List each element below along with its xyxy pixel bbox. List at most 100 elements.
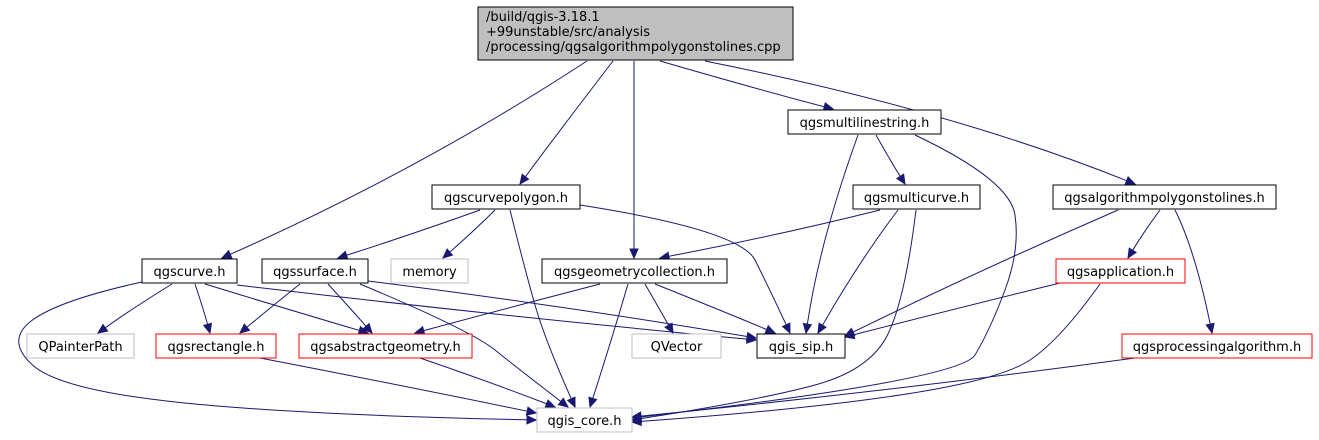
edge-arrowhead [525, 406, 538, 416]
edge-arrowhead [630, 411, 642, 421]
edge-curve-to-abstractgeometry [204, 283, 370, 335]
edge-line [668, 209, 881, 257]
node-qgscurve-label: qgscurve.h [153, 265, 225, 280]
edge-line [853, 282, 1061, 336]
node-qpainterpath[interactable]: QPainterPath [26, 333, 135, 359]
node-qgsprocessingalgorithm[interactable]: qgsprocessingalgorithm.h [1121, 333, 1313, 359]
node-qgis-core-label: qgis_core.h [548, 414, 622, 429]
edge-line [1174, 209, 1211, 325]
node-qgscurvepolygon-label: qgscurvepolygon.h [444, 191, 568, 206]
edge-arrowhead [202, 322, 213, 335]
edge-arrowhead [413, 325, 426, 336]
edge-arrowhead [629, 248, 639, 260]
edge-arrowhead [843, 330, 856, 340]
edge-application-to-qgis_sip [843, 282, 1061, 340]
edge-arrowhead [745, 331, 758, 342]
edge-surface-to-abstractgeometry [327, 283, 373, 334]
edge-line [654, 283, 767, 330]
node-memory-label: memory [402, 265, 457, 280]
edge-line [1132, 209, 1161, 251]
node-qgis-sip[interactable]: qgis_sip.h [756, 333, 846, 359]
edge-arrowhead [544, 399, 557, 409]
edge-line [449, 209, 496, 253]
edge-arrowhead [519, 173, 530, 185]
edge-multilinestring-to-multicurve [875, 134, 906, 186]
edge-line [346, 209, 481, 256]
node-root-file[interactable]: /build/qgis-3.18.1 +99unstable/src/analy… [477, 6, 794, 61]
node-qgscurvepolygon[interactable]: qgscurvepolygon.h [431, 184, 581, 210]
node-qgssurface[interactable]: qgssurface.h [261, 258, 369, 284]
node-qgsmulticurve[interactable]: qgsmulticurve.h [852, 184, 981, 210]
edge-line [423, 283, 601, 332]
node-qgis-sip-label: qgis_sip.h [769, 340, 833, 355]
edge-line [18, 281, 528, 421]
node-qgscurve[interactable]: qgscurve.h [141, 258, 238, 284]
edge-line [640, 283, 1101, 422]
edge-line [579, 204, 787, 326]
node-qgsrectangle-label: qgsrectangle.h [167, 340, 264, 355]
edge-line [640, 209, 917, 420]
node-qgsmultilinestring[interactable]: qgsmultilinestring.h [787, 109, 942, 135]
edge-arrowhead [588, 396, 598, 409]
node-qgsapplication[interactable]: qgsapplication.h [1055, 258, 1186, 284]
node-qgsabstractgeometry[interactable]: qgsabstractgeometry.h [298, 333, 473, 359]
edge-line [246, 283, 301, 328]
edge-abstractgeometry-to-qgis_core [419, 357, 557, 409]
node-qgsalgorithmpolygonstolines-h[interactable]: qgsalgorithmpolygonstolines.h [1052, 184, 1277, 210]
edge-line [659, 60, 825, 108]
edge-curve-to-qgis_core [18, 281, 538, 425]
node-qgsalgorithmpolygonstolines-h-label: qgsalgorithmpolygonstolines.h [1064, 191, 1264, 206]
edge-multilinestring-to-qgis_sip [802, 134, 859, 335]
node-qgsrectangle[interactable]: qgsrectangle.h [155, 333, 277, 359]
edge-line [644, 283, 670, 326]
edge-rectangle-to-qgis_core [259, 357, 538, 416]
edge-arrowhead [1127, 247, 1138, 260]
edge-curve-to-rectangle [194, 283, 213, 335]
edge-geometrycollection-to-qvector [644, 283, 674, 335]
node-root-line-3: /processing/qgsalgorithmpolygonstolines.… [486, 40, 781, 55]
edge-arrowhead [822, 101, 835, 112]
edge-arrowhead [566, 396, 576, 409]
edge-surface-to-qgis_sip [367, 280, 758, 342]
node-memory[interactable]: memory [390, 258, 469, 284]
edge-line [194, 283, 209, 325]
nodes-layer: /build/qgis-3.18.1 +99unstable/src/analy… [26, 6, 1313, 433]
node-qgssurface-label: qgssurface.h [273, 265, 357, 280]
edge-arrowhead [781, 322, 791, 335]
edge-line [592, 283, 629, 399]
edge-line [367, 280, 748, 337]
edge-curvepolygon-to-memory [442, 209, 496, 259]
edge-arrowhead [442, 248, 454, 259]
node-qgsabstractgeometry-label: qgsabstractgeometry.h [310, 340, 460, 355]
edge-line [230, 60, 588, 255]
edge-line [359, 283, 562, 402]
edge-arrowhead [817, 322, 827, 335]
edge-line [105, 283, 173, 329]
edge-line [640, 134, 1017, 418]
node-qgsgeometrycollection-label: qgsgeometrycollection.h [554, 265, 715, 280]
edge-multicurve-to-geometrycollection [658, 209, 881, 261]
edge-line [419, 357, 547, 405]
edge-root-to-geometrycollection [629, 61, 639, 260]
edge-line [852, 209, 1119, 333]
edge-arrowhead [764, 324, 777, 334]
node-qgsgeometrycollection[interactable]: qgsgeometrycollection.h [541, 258, 728, 284]
node-qvector[interactable]: QVector [631, 333, 722, 359]
edge-arrowhead [895, 173, 906, 186]
edge-line [509, 209, 572, 399]
edge-surface-to-qgis_core [359, 283, 569, 408]
node-qgsmulticurve-label: qgsmulticurve.h [864, 191, 969, 206]
edge-arrowhead [802, 322, 813, 335]
node-qpainterpath-label: QPainterPath [38, 340, 122, 355]
edge-surface-to-rectangle [239, 283, 301, 334]
node-qgis-core[interactable]: qgis_core.h [536, 407, 633, 433]
edge-arrowhead [557, 397, 569, 408]
edge-arrowhead [664, 322, 674, 335]
edge-root-to-curve [220, 60, 588, 259]
edge-geometrycollection-to-qgis_core [588, 283, 629, 409]
edge-arrowhead [1124, 176, 1137, 185]
edge-line [259, 357, 528, 412]
edge-line [640, 357, 1136, 417]
edge-arrowhead [1205, 322, 1215, 335]
